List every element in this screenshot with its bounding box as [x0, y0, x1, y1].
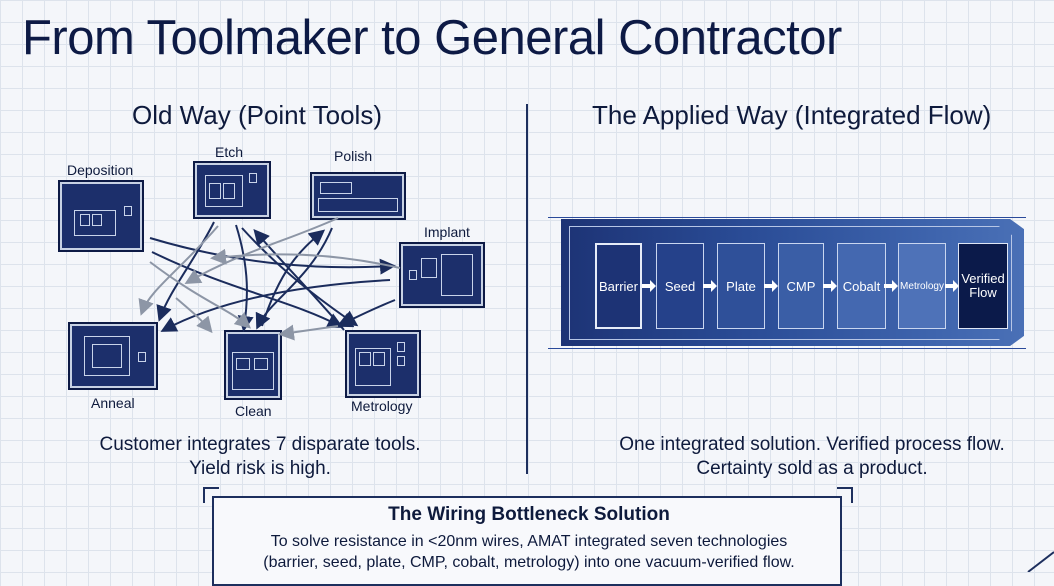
- applied-way-caption-line: Certainty sold as a product.: [696, 458, 928, 479]
- old-way-caption-line: Customer integrates 7 disparate tools.: [99, 434, 421, 455]
- arrow-right-icon: [703, 280, 717, 292]
- implant-tool-icon: [399, 242, 485, 308]
- applied-way-caption-line: One integrated solution. Verified proces…: [619, 434, 1005, 455]
- etch-tool-icon: [193, 161, 271, 219]
- deposition-tool-icon: [58, 180, 144, 252]
- arrow-right-icon: [945, 280, 959, 292]
- stage-verified-line: Verified: [961, 271, 1005, 286]
- tool-label-polish: Polish: [334, 148, 373, 164]
- arrow-right-icon: [823, 280, 837, 292]
- tool-label-implant: Implant: [424, 224, 470, 240]
- clean-tool-icon: [224, 330, 282, 400]
- stage-verified-flow: Verified Flow: [958, 243, 1008, 329]
- metrology-tool-icon: [345, 330, 421, 398]
- stage-plate: Plate: [717, 243, 765, 329]
- bottleneck-box: The Wiring Bottleneck Solution To solve …: [212, 496, 842, 586]
- arrow-right-icon: [642, 280, 656, 292]
- applied-way-caption: One integrated solution. Verified proces…: [577, 433, 1047, 481]
- applied-way-heading: The Applied Way (Integrated Flow): [592, 100, 992, 130]
- stage-barrier: Barrier: [595, 243, 642, 329]
- bottleneck-body: To solve resistance in <20nm wires, AMAT…: [214, 531, 844, 573]
- arrow-right-icon: [764, 280, 778, 292]
- old-way-heading: Old Way (Point Tools): [132, 100, 382, 130]
- old-way-caption: Customer integrates 7 disparate tools. Y…: [60, 433, 460, 481]
- bottleneck-body-line: To solve resistance in <20nm wires, AMAT…: [270, 533, 788, 550]
- corner-bracket: [203, 487, 219, 503]
- anneal-tool-icon: [68, 322, 158, 390]
- tool-label-etch: Etch: [215, 144, 244, 160]
- page-title: From Toolmaker to General Contractor: [22, 11, 842, 65]
- bottleneck-title: The Wiring Bottleneck Solution: [388, 504, 670, 525]
- polish-tool-icon: [310, 172, 406, 220]
- column-divider: [526, 104, 528, 474]
- stage-flow-line: Flow: [969, 285, 997, 300]
- corner-bracket: [837, 487, 853, 503]
- old-way-caption-line: Yield risk is high.: [189, 458, 331, 479]
- bottleneck-body-line: (barrier, seed, plate, CMP, cobalt, metr…: [263, 554, 795, 571]
- tool-label-deposition: Deposition: [67, 162, 134, 178]
- tool-label-clean: Clean: [235, 403, 272, 419]
- stage-cmp: CMP: [778, 243, 824, 329]
- arrow-right-icon: [884, 280, 898, 292]
- corner-accent-line: [1027, 551, 1054, 572]
- tool-label-metrology: Metrology: [351, 398, 413, 414]
- stage-metrology: Metrology: [898, 243, 946, 329]
- stage-cobalt: Cobalt: [837, 243, 886, 329]
- stage-seed: Seed: [656, 243, 704, 329]
- pipe-frame: [569, 226, 1012, 340]
- tool-label-anneal: Anneal: [91, 395, 135, 411]
- flow-rail: [548, 217, 1026, 349]
